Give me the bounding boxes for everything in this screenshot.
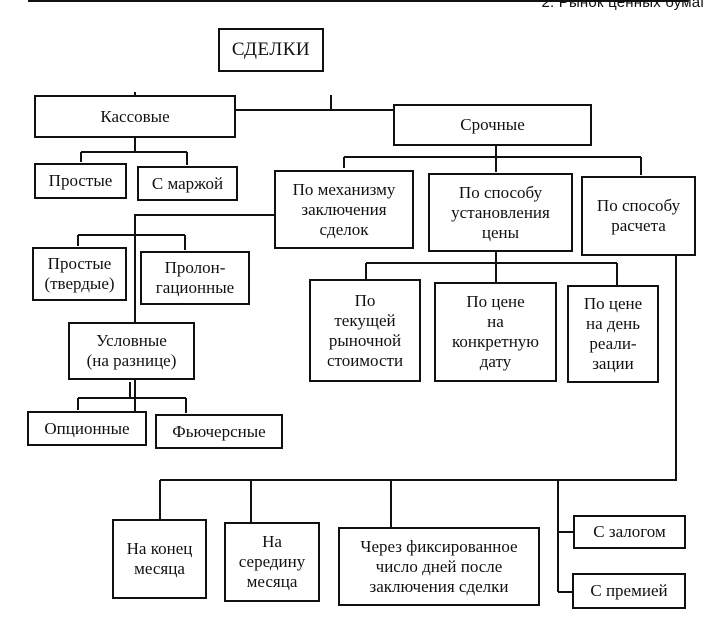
- node-by-mechanism: По механизму заключения сделок: [274, 170, 414, 249]
- node-cash: Кассовые: [34, 95, 236, 138]
- connector-cash: [80, 137, 188, 165]
- node-by-price: По способу установления цены: [428, 173, 573, 252]
- running-title: 2. Рынок ценных бумаг: [541, 0, 706, 11]
- node-futures: Фьючерсные: [155, 414, 283, 449]
- connector-conditional: [77, 382, 187, 413]
- node-collateral: С залогом: [573, 515, 686, 549]
- node-end-of-month: На конец месяца: [112, 519, 207, 599]
- connector-root: [134, 92, 541, 120]
- node-by-settlement: По способу расчета: [581, 176, 696, 256]
- header-rule: [28, 0, 688, 2]
- node-simple-firm: Простые (твердые): [32, 247, 127, 301]
- connector-settlement: [159, 255, 677, 593]
- node-conditional: Условные (на разнице): [68, 322, 195, 380]
- node-price-specific-date: По цене на конкретную дату: [434, 282, 557, 382]
- node-price-current: По текущей рыночной стоимости: [309, 279, 421, 382]
- connector-price: [365, 250, 618, 285]
- node-premium: С премией: [572, 573, 686, 609]
- node-options: Опционные: [27, 411, 147, 446]
- node-cash-margin: С маржой: [137, 166, 238, 201]
- node-prolongation: Пролон- гационные: [140, 251, 250, 305]
- root-node: СДЕЛКИ: [218, 28, 324, 72]
- node-fixed-days: Через фиксированное число дней после зак…: [338, 527, 540, 606]
- node-price-realization-day: По цене на день реали- зации: [567, 285, 659, 383]
- connector-forward: [343, 144, 642, 175]
- node-forward: Срочные: [393, 104, 592, 146]
- node-cash-simple: Простые: [34, 163, 127, 199]
- node-mid-month: На середину месяца: [224, 522, 320, 602]
- connector-mechanism: [77, 214, 275, 415]
